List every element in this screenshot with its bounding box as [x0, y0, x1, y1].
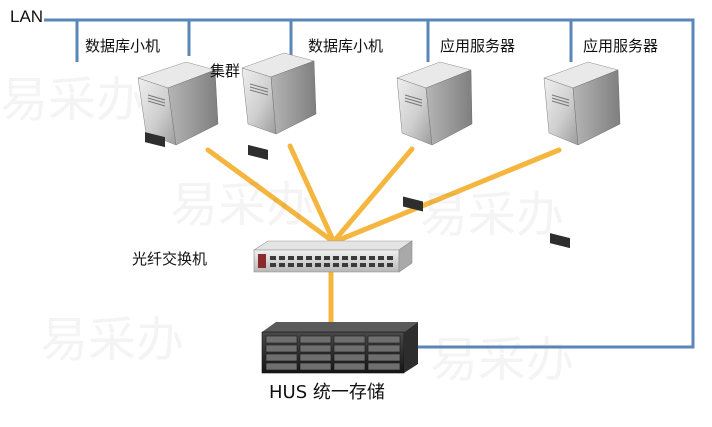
app-server-1-label: 应用服务器: [440, 37, 516, 55]
db-server-1-icon: [137, 61, 219, 148]
lan-label: LAN: [10, 7, 44, 26]
cluster-label: 集群: [210, 62, 241, 80]
fiber-link-db2: [332, 146, 415, 243]
fiber-switch-icon: [252, 240, 413, 273]
storage-array-icon: [261, 322, 418, 374]
lan-bus: [44, 18, 695, 349]
app-server-2-label: 应用服务器: [583, 37, 659, 55]
fiber-link-app1: [336, 147, 562, 243]
db-server-1-label: 数据库小机: [85, 37, 161, 55]
fiber-link-db1: [205, 147, 334, 243]
storage-label: HUS 统一存储: [269, 382, 385, 403]
fiber-switch-label: 光纤交换机: [132, 250, 208, 268]
db-server-2-icon: [396, 61, 473, 212]
fiber-links: [205, 143, 562, 325]
lan-main-line: [44, 18, 695, 349]
app-server-1-icon: [543, 61, 621, 249]
cluster-server-icon: [241, 52, 317, 160]
fiber-link-cluster: [287, 143, 336, 243]
db-server-2-label: 数据库小机: [308, 37, 384, 55]
